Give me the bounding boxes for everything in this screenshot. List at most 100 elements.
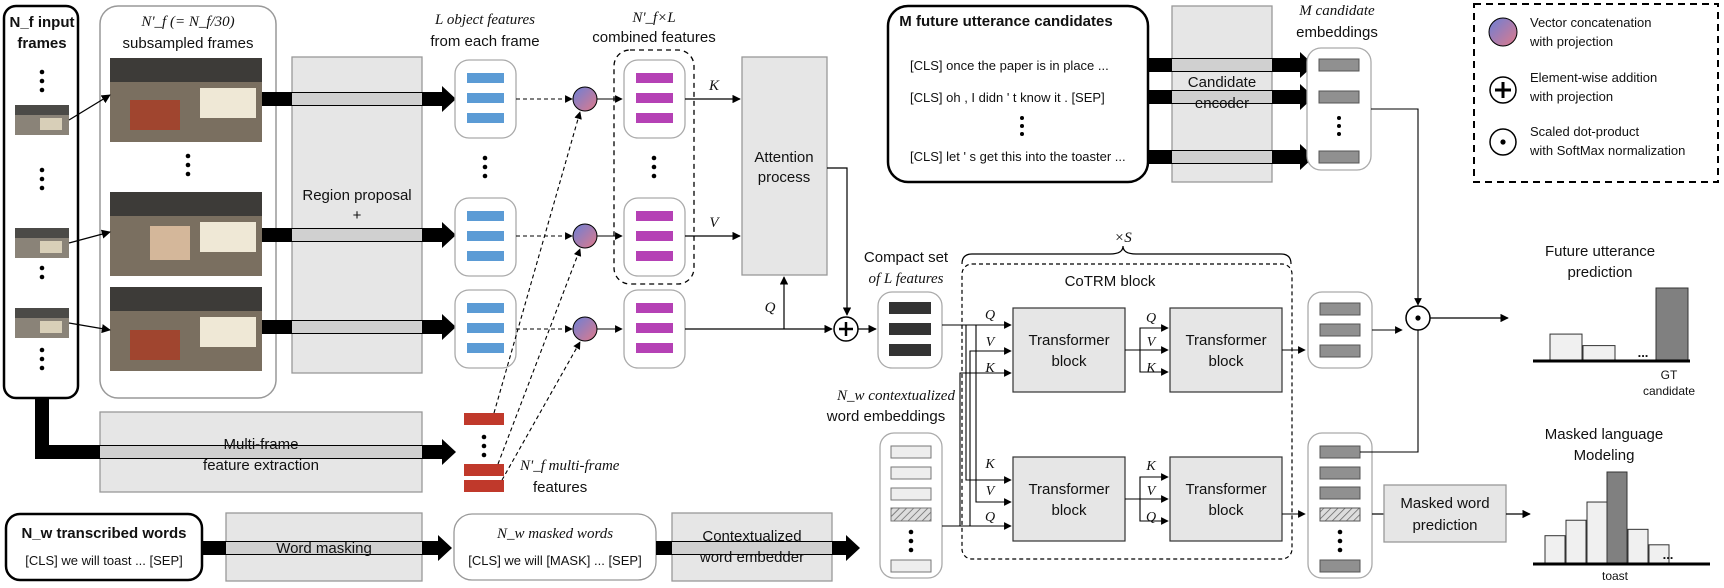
cotrm-input-arrows [942, 321, 1012, 530]
compact-features-group [877, 291, 943, 369]
candidates-box: M future utterance candidates [CLS] once… [886, 4, 1150, 184]
input-to-subsampled-arrows [68, 94, 111, 334]
cotrm-repeat-brace [961, 245, 1292, 265]
legend-label: with projection [1529, 89, 1613, 104]
multiframe-features-label-1: N'_f multi-frame [519, 458, 620, 474]
cotrm-v-label: V [1147, 484, 1157, 499]
candidate-text: [CLS] let ' s get this into the toaster … [910, 149, 1126, 164]
mlm-label-1: Masked language [1545, 426, 1663, 443]
candidate-encoder-label-1: Candidate [1188, 74, 1256, 91]
prediction-bar [1565, 519, 1587, 564]
transformer-label: block [1051, 353, 1087, 370]
concat-to-combined-arrows [597, 95, 623, 333]
combined-features-dots [651, 155, 657, 179]
mlm-dots: ... [1663, 547, 1674, 562]
future-prediction-label-1: Future utterance [1545, 243, 1655, 260]
transcribed-title: N_w transcribed words [21, 525, 186, 542]
multiframe-box: Multi-frame feature extraction [92, 411, 456, 493]
transformer-label: block [1051, 502, 1087, 519]
cotrm-q-label: Q [1146, 510, 1156, 525]
object-features-group [454, 59, 517, 139]
elementwise-add-icon [833, 316, 859, 342]
multiframe-features [464, 413, 504, 492]
cotrm-v-label: V [1147, 335, 1157, 350]
masked-words-title: N_w masked words [496, 526, 613, 542]
embedder-label-1: Contextualized [702, 528, 801, 545]
subsampled-frame-image [110, 287, 262, 371]
cotrm-q-label: Q [985, 308, 995, 323]
candidate-emb-label-1: M candidate [1298, 3, 1375, 19]
cotrm-title: CoTRM block [1065, 273, 1156, 290]
prediction-bar [1606, 471, 1628, 564]
subsampled-label-1: N'_f (= N_f/30) [140, 14, 234, 30]
transformer-label: Transformer [1185, 332, 1266, 349]
transformer-block: Transformer block [1012, 307, 1126, 393]
transformer-label: block [1208, 502, 1244, 519]
word-masking-box: Word masking [202, 512, 452, 582]
output-word-features [1307, 432, 1373, 579]
mlm-word-label: toast [1602, 569, 1629, 583]
combined-features-dashed-group [613, 49, 695, 285]
transcribed-words-box: N_w transcribed words [CLS] we will toas… [4, 512, 204, 582]
subsampled-frames-panel: N'_f (= N_f/30) subsampled frames [99, 5, 277, 399]
word-emb-label-2: word embeddings [826, 408, 945, 425]
to-dot-product-arrows [1360, 108, 1422, 453]
combined-features-group [623, 197, 686, 277]
attention-k-label: K [708, 78, 720, 94]
transformer-block: Transformer block [1012, 456, 1126, 542]
candidate-encoder-box: Candidate encoder [1148, 5, 1314, 183]
prediction-bar [1627, 528, 1649, 564]
subsampled-dots [185, 153, 191, 177]
concat-projection-icon [572, 223, 598, 249]
candidate-encoder-label-2: encoder [1195, 95, 1249, 112]
subsampled-label-2: subsampled frames [123, 35, 254, 52]
combined-features-group [623, 59, 686, 139]
masked-words-text: [CLS] we will [MASK] ... [SEP] [468, 553, 641, 568]
cotrm-repeat-label: ×S [1114, 230, 1132, 246]
output-visual-features [1307, 291, 1373, 369]
cotrm-stage2-arrows [1125, 324, 1169, 525]
concat-projection-icon [572, 316, 598, 342]
transformer-label: block [1208, 353, 1244, 370]
attention-process-box: Attention process [741, 56, 828, 276]
multiframe-to-concat-arrows [493, 111, 582, 481]
cotrm-q-label: Q [1146, 311, 1156, 326]
future-prediction-label-2: prediction [1567, 264, 1632, 281]
attention-q-label: Q [765, 300, 776, 316]
combined-features-group [623, 289, 686, 369]
mlm-pred-label-1: Masked word [1400, 495, 1489, 512]
object-features-group [454, 289, 517, 369]
legend-label: with SoftMax normalization [1529, 143, 1685, 158]
transformer-label: Transformer [1028, 332, 1109, 349]
legend-label: with projection [1529, 34, 1613, 49]
input-frame-thumbnail [15, 308, 69, 338]
transcribed-text: [CLS] we will toast ... [SEP] [25, 553, 183, 568]
legend-label: Scaled dot-product [1530, 124, 1640, 139]
mlm-label-2: Modeling [1574, 447, 1635, 464]
prediction-bar [1582, 345, 1616, 361]
object-features-dots [482, 155, 488, 179]
cotrm-dashed-box [961, 263, 1293, 560]
multiframe-label-1: Multi-frame [223, 436, 298, 453]
candidate-embeddings-group [1306, 47, 1372, 171]
combined-label-2: combined features [592, 29, 715, 46]
transformer-label: Transformer [1028, 481, 1109, 498]
transformer-block: Transformer block [1169, 456, 1283, 542]
input-frames-title-2: frames [17, 35, 66, 52]
object-features-label-1: L object features [434, 12, 535, 28]
object-features-label-2: from each frame [430, 33, 539, 50]
candidate-text: [CLS] once the paper is in place ... [910, 58, 1109, 73]
attention-label-1: Attention [754, 149, 813, 166]
mlm-pred-label-2: prediction [1412, 517, 1477, 534]
future-dots: ... [1638, 345, 1649, 360]
cotrm-k-label: K [984, 361, 995, 376]
query-path-arrows [685, 167, 852, 334]
cotrm-k-label: K [1145, 361, 1156, 376]
gt-label-1: GT [1661, 368, 1678, 382]
compact-label-1: Compact set [864, 249, 949, 266]
prediction-bar [1586, 501, 1608, 564]
subsampled-frame-image [110, 192, 262, 276]
input-frames-title-1: N_f input [10, 14, 75, 31]
attention-v-label: V [709, 215, 720, 231]
